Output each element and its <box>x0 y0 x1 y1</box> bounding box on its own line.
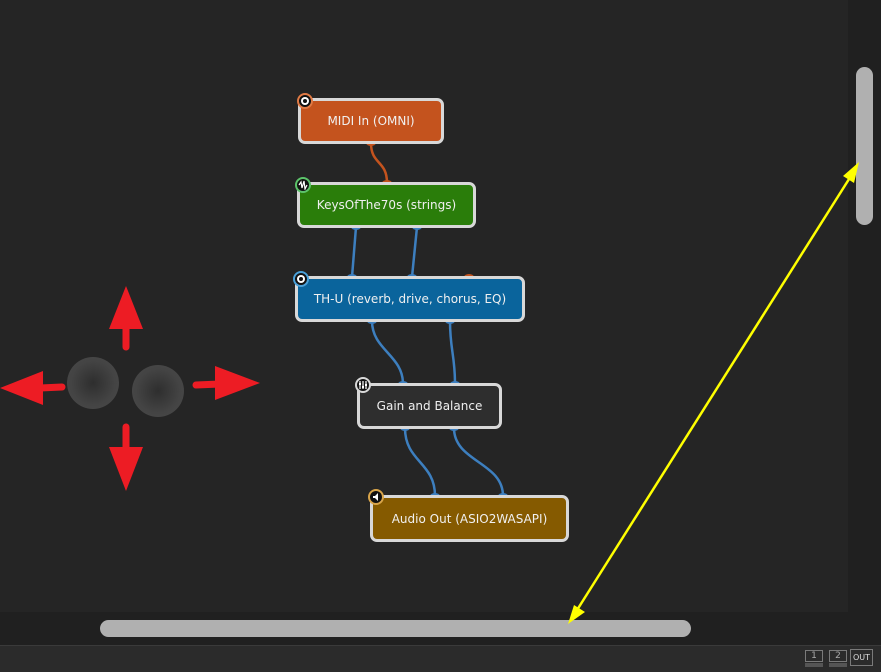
knob-icon[interactable] <box>293 271 309 287</box>
node-keys-of-the-70s[interactable]: KeysOfThe70s (strings) <box>297 182 476 228</box>
node-label: Gain and Balance <box>376 399 483 413</box>
horizontal-scrollbar-thumb[interactable] <box>100 620 691 637</box>
node-label: TH-U (reverb, drive, chorus, EQ) <box>313 292 507 306</box>
waveform-icon[interactable] <box>295 177 311 193</box>
input-port-2-meter <box>829 663 847 667</box>
input-port-2-button[interactable]: 2 <box>829 650 847 662</box>
midi-connector-icon[interactable] <box>297 93 313 109</box>
node-th-u[interactable]: TH-U (reverb, drive, chorus, EQ) <box>295 276 525 322</box>
node-label: KeysOfThe70s (strings) <box>316 198 457 212</box>
pan-knob-right[interactable] <box>132 365 184 417</box>
node-gain-and-balance[interactable]: Gain and Balance <box>357 383 502 429</box>
status-bar: 1 2 OUT <box>0 645 881 672</box>
speaker-icon[interactable] <box>368 489 384 505</box>
input-port-1-meter <box>805 663 823 667</box>
output-button[interactable]: OUT <box>850 649 873 666</box>
node-label: Audio Out (ASIO2WASAPI) <box>391 511 548 526</box>
pan-knob-left[interactable] <box>67 357 119 409</box>
node-audio-out[interactable]: Audio Out (ASIO2WASAPI) <box>370 495 569 542</box>
vertical-scrollbar-thumb[interactable] <box>856 67 873 225</box>
input-port-1-button[interactable]: 1 <box>805 650 823 662</box>
node-midi-in[interactable]: MIDI In (OMNI) <box>298 98 444 144</box>
mixer-sliders-icon[interactable] <box>355 377 371 393</box>
node-label: MIDI In (OMNI) <box>327 114 415 128</box>
